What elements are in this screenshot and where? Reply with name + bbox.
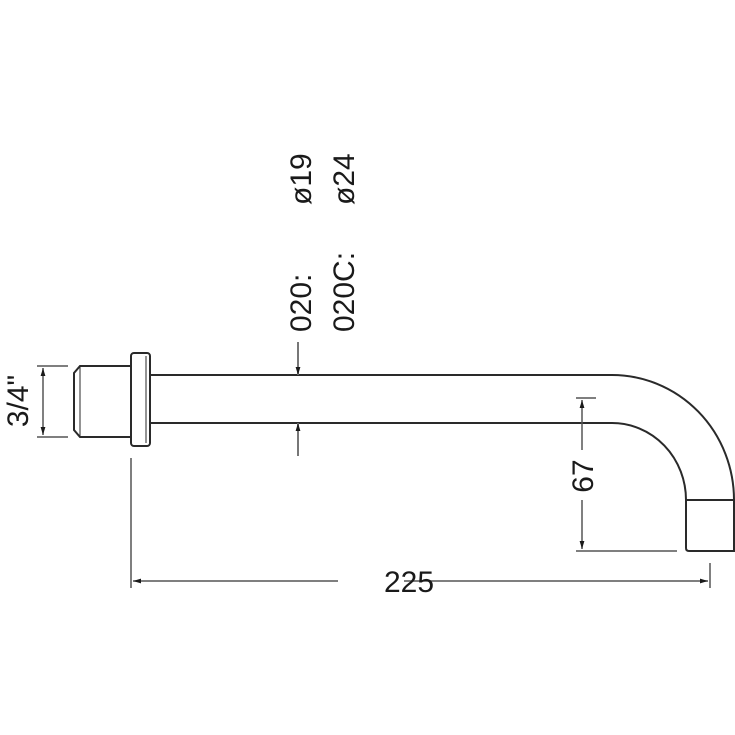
thread-dimension <box>37 365 68 438</box>
model-020-label: 020: <box>285 274 318 332</box>
pipe-outer-edge <box>150 374 735 501</box>
thread-size-label: 3/4" <box>2 375 35 427</box>
wall-flange <box>130 352 151 447</box>
drop-height-label: 67 <box>567 459 600 492</box>
length-label: 225 <box>384 566 434 599</box>
spout-body <box>73 352 735 552</box>
diameter-table: 020: ø19 020C: ø24 <box>285 153 361 332</box>
pipe-inner-edge <box>150 422 687 501</box>
model-020c-diameter: ø24 <box>328 153 361 205</box>
model-020-diameter: ø19 <box>285 153 318 205</box>
spout-outlet <box>685 499 735 552</box>
drop-height-dimension <box>576 397 677 552</box>
thread-connector <box>73 365 131 438</box>
length-dimension <box>130 458 711 588</box>
model-020c-label: 020C: <box>328 252 361 332</box>
